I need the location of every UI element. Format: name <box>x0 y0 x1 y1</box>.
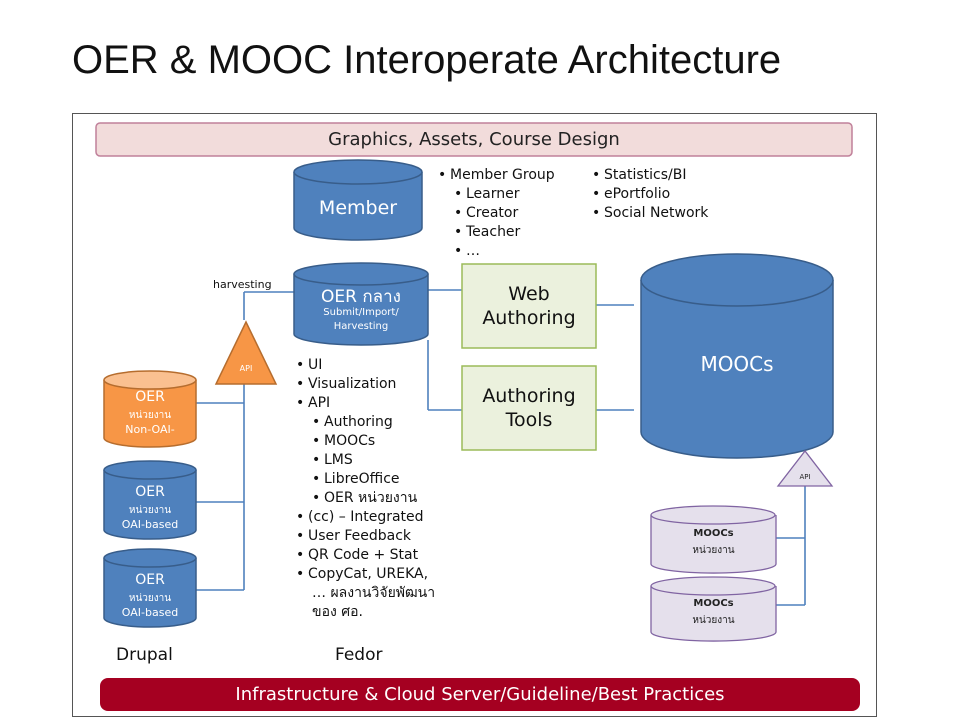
web-authoring-line2: Authoring <box>482 307 576 329</box>
connectors <box>196 289 806 606</box>
bottom-bar <box>100 678 860 711</box>
moocs-unit-1-line1: MOOCs <box>693 528 734 539</box>
top-bar <box>95 122 853 157</box>
oer-center-cylinder <box>293 262 429 346</box>
moocs-unit-2-line1: MOOCs <box>693 598 734 609</box>
oer-blue-2-line1: หน่วยงาน <box>128 593 172 604</box>
bottom-bar-label: Infrastructure & Cloud Server/Guideline/… <box>235 684 725 705</box>
oer-blue-1-title: OER <box>135 484 165 500</box>
member-label: Member <box>318 197 398 219</box>
feature-item: Visualization <box>296 375 435 394</box>
api-right-label: API <box>799 473 811 481</box>
member-group-list: Member Group Learner Creator Teacher … <box>438 166 555 261</box>
oer-center-sub2: Harvesting <box>333 321 389 332</box>
member-group-subitem: Teacher <box>454 223 555 242</box>
moocs-cylinder <box>640 253 834 459</box>
drupal-label: Drupal <box>116 645 173 665</box>
authoring-tools-label: Authoring Tools <box>462 384 596 432</box>
web-authoring-line1: Web <box>508 283 550 305</box>
feature-list: UI Visualization API Authoring MOOCs LMS… <box>296 356 435 622</box>
moocs-label: MOOCs <box>700 352 774 376</box>
feature-item: CopyCat, UREKA, <box>296 565 435 584</box>
top-bar-label: Graphics, Assets, Course Design <box>328 129 620 150</box>
member-extra-item: Statistics/BI <box>592 166 708 185</box>
api-left-label: API <box>239 364 253 373</box>
oer-blue-1-line2: OAI-based <box>121 518 179 531</box>
member-extra-item: ePortfolio <box>592 185 708 204</box>
feature-subitem: LibreOffice <box>312 470 435 489</box>
member-group-subitem: … <box>454 242 555 261</box>
oer-blue-2-line2: OAI-based <box>121 606 179 619</box>
authoring-tools-box <box>461 365 597 451</box>
slide-title: OER & MOOC Interoperate Architecture <box>72 38 782 82</box>
api-right-triangle <box>776 449 834 487</box>
oer-orange-cylinder <box>103 370 197 448</box>
feature-item: UI <box>296 356 435 375</box>
member-extra-item: Social Network <box>592 204 708 223</box>
feature-subitem: MOOCs <box>312 432 435 451</box>
oer-blue-2-title: OER <box>135 572 165 588</box>
oer-orange-line1: หน่วยงาน <box>128 410 172 421</box>
oer-orange-title: OER <box>135 389 165 405</box>
harvesting-label: harvesting <box>213 278 272 291</box>
member-group-subitem: Learner <box>454 185 555 204</box>
web-authoring-label: Web Authoring <box>462 282 596 330</box>
oer-blue-1-line1: หน่วยงาน <box>128 505 172 516</box>
authoring-tools-line1: Authoring <box>482 385 576 407</box>
member-extras-list: Statistics/BI ePortfolio Social Network <box>592 166 708 223</box>
member-cylinder <box>293 159 423 241</box>
feature-item: User Feedback <box>296 527 435 546</box>
feature-tail-1: … ผลงานวิจัยพัฒนา <box>312 585 436 601</box>
member-group-item: Member Group <box>438 166 555 185</box>
authoring-tools-line2: Tools <box>505 409 553 431</box>
moocs-unit-1-line2: หน่วยงาน <box>692 545 735 556</box>
fedora-label: Fedor <box>335 645 383 665</box>
moocs-unit-1-cylinder <box>650 505 777 574</box>
oer-blue-1-cylinder <box>103 460 197 540</box>
web-authoring-box <box>461 263 597 349</box>
member-group-subitem: Creator <box>454 204 555 223</box>
oer-blue-2-cylinder <box>103 548 197 628</box>
oer-orange-line2: Non-OAI- <box>125 423 175 436</box>
feature-item: API <box>296 394 435 413</box>
oer-center-title: OER กลาง <box>321 287 401 307</box>
feature-subitem: Authoring <box>312 413 435 432</box>
feature-subitem: LMS <box>312 451 435 470</box>
feature-item: QR Code + Stat <box>296 546 435 565</box>
api-left-triangle <box>214 320 278 385</box>
feature-item: (cc) – Integrated <box>296 508 435 527</box>
feature-subitem: OER หน่วยงาน <box>312 489 435 508</box>
oer-center-sub1: Submit/Import/ <box>323 307 399 318</box>
moocs-unit-2-line2: หน่วยงาน <box>692 615 735 626</box>
moocs-unit-2-cylinder <box>650 576 777 642</box>
feature-tail-2: ของ ศอ. <box>312 604 364 620</box>
